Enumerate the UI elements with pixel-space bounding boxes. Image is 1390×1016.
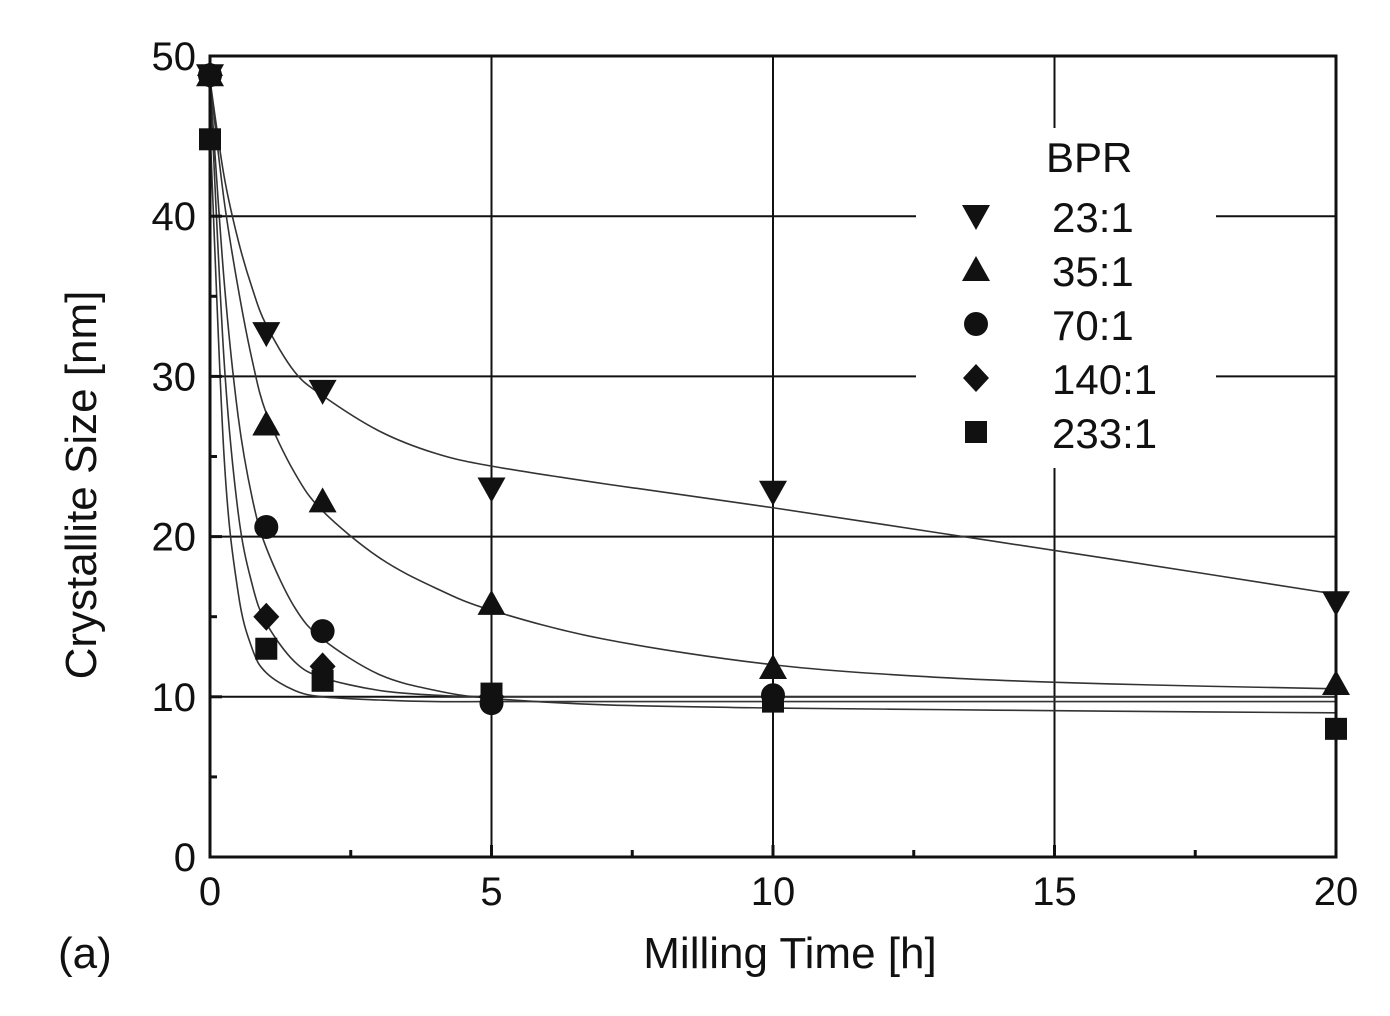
data-point-35-1	[308, 487, 337, 513]
data-point-233-1	[199, 128, 221, 151]
data-point-233-1	[480, 682, 503, 705]
x-tick-label: 10	[751, 870, 796, 914]
legend-background	[916, 128, 1216, 468]
fit-curve-233-1	[209, 128, 1336, 703]
x-tick-label: 15	[1032, 870, 1077, 914]
data-point-233-1	[255, 637, 278, 660]
y-tick-label: 50	[152, 35, 197, 79]
x-axis-title: Milling Time [h]	[643, 929, 936, 978]
data-point-35-1	[477, 589, 506, 615]
legend-label-70-1: 70:1	[1052, 302, 1134, 349]
legend-label-233-1: 233:1	[1052, 410, 1157, 457]
data-point-233-1	[1325, 717, 1347, 740]
data-point-140-1	[197, 61, 223, 90]
data-point-70-1	[254, 514, 279, 539]
markers	[196, 61, 1350, 740]
legend-marker-233-1	[965, 421, 987, 443]
legend-marker-23-1	[962, 205, 990, 230]
data-point-140-1	[253, 602, 280, 631]
data-point-35-1	[1322, 669, 1350, 695]
legend-label-23-1: 23:1	[1052, 194, 1134, 241]
data-point-70-1	[310, 619, 335, 644]
panel-label: (a)	[58, 929, 112, 978]
legend: BPR 23:1 35:1 70:1 140:1 233:1	[916, 128, 1216, 468]
data-point-23-1	[1322, 591, 1350, 617]
data-point-233-1	[311, 669, 334, 692]
data-point-23-1	[759, 480, 787, 506]
x-tick-label: 0	[199, 870, 221, 914]
data-point-23-1	[308, 379, 337, 405]
fit-curve-23-1	[209, 79, 1337, 596]
data-point-23-1	[477, 477, 506, 503]
legend-marker-70-1	[964, 312, 988, 336]
y-axis-title: Crystallite Size [nm]	[57, 291, 106, 680]
data-point-23-1	[252, 322, 281, 348]
y-tick-label: 10	[152, 676, 197, 720]
legend-label-35-1: 35:1	[1052, 248, 1134, 295]
fit-curve-70-1	[209, 79, 1337, 714]
ticks: 0 5 10 15 20 0 10 20 30 40 50	[152, 35, 1359, 914]
data-point-233-1	[762, 690, 784, 713]
data-point-35-1	[252, 410, 281, 436]
y-tick-label: 20	[152, 516, 197, 560]
y-tick-label: 40	[152, 195, 197, 239]
grid	[210, 56, 1336, 857]
fit-curve-140-1	[209, 79, 1336, 698]
fit-curves	[209, 79, 1337, 714]
x-tick-label: 5	[480, 870, 502, 914]
data-point-35-1	[759, 653, 787, 679]
x-tick-label: 20	[1314, 870, 1359, 914]
legend-marker-35-1	[962, 256, 990, 281]
legend-title: BPR	[1046, 134, 1132, 181]
y-tick-label: 0	[174, 836, 196, 880]
fit-curve-35-1	[209, 79, 1337, 690]
y-tick-label: 30	[152, 355, 197, 399]
legend-marker-140-1	[963, 364, 989, 392]
legend-label-140-1: 140:1	[1052, 356, 1157, 403]
